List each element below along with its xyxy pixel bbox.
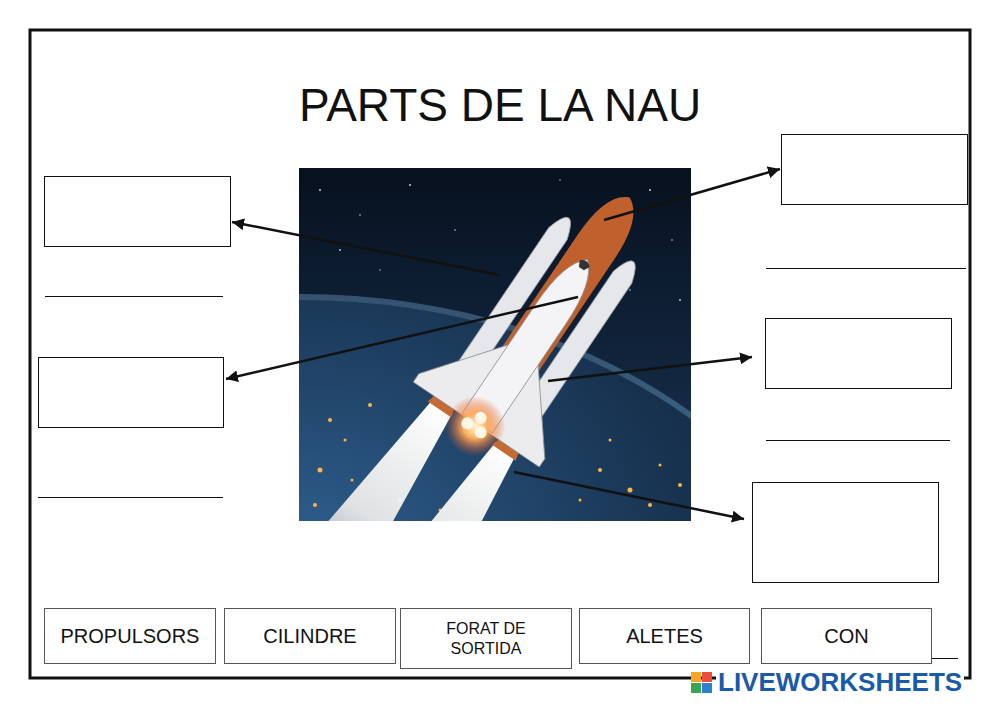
word-bank-box: PROPULSORS: [44, 608, 216, 664]
word-bank-word: ALETES: [626, 624, 703, 649]
leader-arrows: [226, 169, 780, 519]
word-bank-word: CON: [824, 624, 868, 649]
watermark-logo: [691, 672, 712, 693]
word-bank-box: CON: [761, 608, 932, 664]
word-bank-box: CILINDRE: [224, 608, 396, 664]
answer-boxes: [39, 135, 968, 583]
word-bank-box: FORAT DE SORTIDA: [400, 608, 572, 669]
word-bank-word: PROPULSORS: [61, 624, 200, 649]
word-bank-word: FORAT DE SORTIDA: [431, 619, 541, 659]
rocket-photo: [299, 168, 691, 521]
write-lines: [38, 269, 966, 659]
watermark: LIVEWORKSHEETS: [716, 668, 964, 697]
word-bank-word: CILINDRE: [263, 624, 356, 649]
worksheet-title: PARTS DE LA NAU: [0, 80, 1000, 131]
word-bank-box: ALETES: [579, 608, 750, 664]
